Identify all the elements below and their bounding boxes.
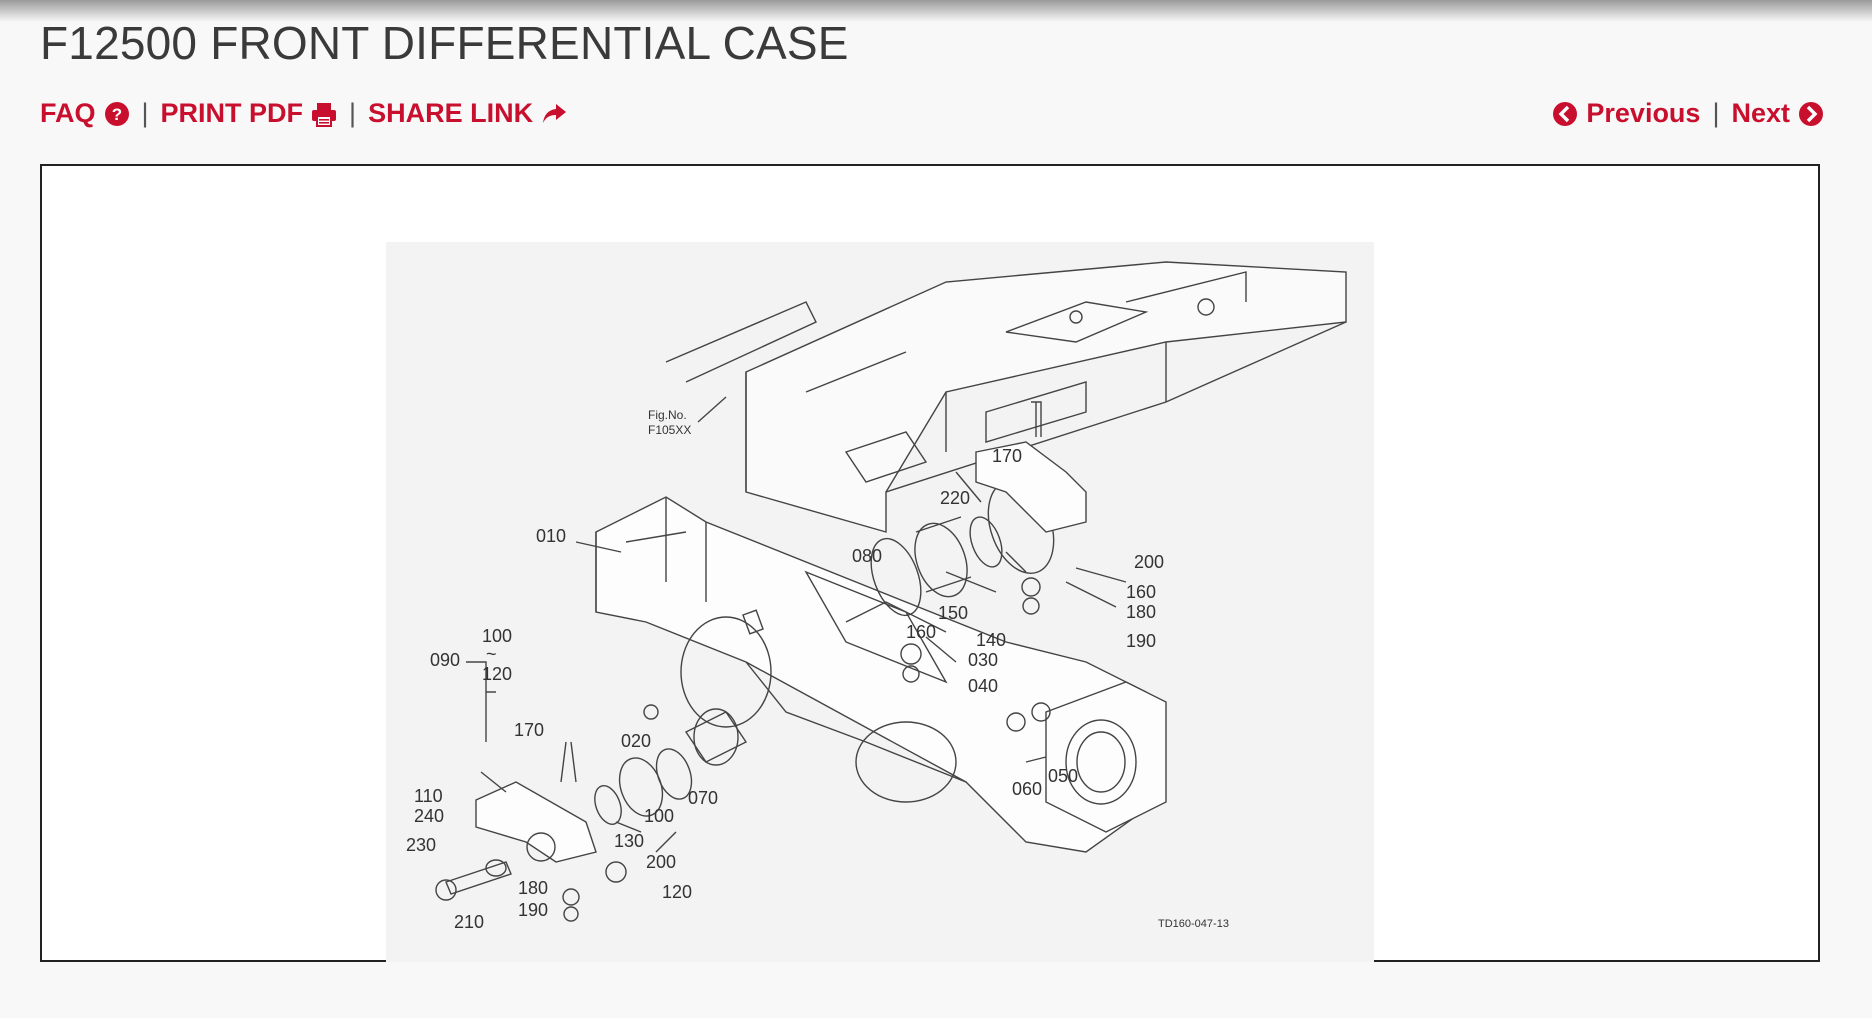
callout-120-range[interactable]: 120 [482, 664, 512, 684]
callout-180-right[interactable]: 180 [1126, 602, 1156, 622]
arrow-left-circle-icon [1553, 101, 1578, 126]
print-pdf-link[interactable]: PRINT PDF [161, 98, 338, 129]
previous-label: Previous [1586, 98, 1701, 128]
callout-170-right[interactable]: 170 [992, 446, 1022, 466]
callout-120[interactable]: 120 [662, 882, 692, 902]
callout-190-right[interactable]: 190 [1126, 631, 1156, 651]
o-ring-080 [870, 537, 922, 617]
callout-080[interactable]: 080 [852, 546, 882, 566]
callout-160-right[interactable]: 160 [1126, 582, 1156, 602]
callout-060[interactable]: 060 [1012, 779, 1042, 799]
next-link[interactable]: Next [1731, 98, 1824, 129]
page-title: F12500 FRONT DIFFERENTIAL CASE [40, 17, 849, 69]
callout-170-left[interactable]: 170 [514, 720, 544, 740]
separator: | [141, 98, 149, 128]
collar-150 [914, 522, 968, 598]
callout-200-left[interactable]: 200 [646, 852, 676, 872]
callout-180-left[interactable]: 180 [518, 878, 548, 898]
callout-130[interactable]: 130 [614, 831, 644, 851]
callout-150[interactable]: 150 [938, 603, 968, 623]
faq-link[interactable]: FAQ ? [40, 98, 130, 129]
callout-range-tilde: ~ [486, 644, 497, 664]
right-bracket [975, 441, 1087, 533]
arrow-right-circle-icon [1799, 101, 1823, 126]
drawing-code: TD160-047-13 [1158, 918, 1229, 930]
left-bracket [475, 781, 597, 863]
share-link[interactable]: SHARE LINK [368, 98, 567, 129]
callout-040[interactable]: 040 [968, 676, 998, 696]
callout-010[interactable]: 010 [536, 526, 566, 546]
callout-050[interactable]: 050 [1048, 766, 1078, 786]
parts-diagram[interactable]: Fig.No. F105XX 010 020 030 040 050 060 0… [386, 242, 1374, 962]
pagination-links: Previous | Next [1552, 98, 1824, 129]
callout-160-left[interactable]: 160 [906, 622, 936, 642]
o-ring-130 [594, 785, 622, 825]
callout-230[interactable]: 230 [406, 835, 436, 855]
separator: | [1712, 98, 1720, 128]
faq-label: FAQ [40, 98, 96, 128]
callout-030[interactable]: 030 [968, 650, 998, 670]
exploded-view-drawing: Fig.No. F105XX 010 020 030 040 050 060 0… [386, 242, 1374, 962]
share-link-label: SHARE LINK [368, 98, 534, 128]
fig-ref-number: F105XX [648, 423, 691, 437]
callout-200-right[interactable]: 200 [1134, 552, 1164, 572]
callout-190-left[interactable]: 190 [518, 900, 548, 920]
callout-100[interactable]: 100 [644, 806, 674, 826]
callout-100-range[interactable]: 100 [482, 626, 512, 646]
question-circle-icon: ? [104, 101, 129, 126]
front-axle-case [595, 496, 1157, 853]
action-links: FAQ ? | PRINT PDF | SHARE LINK [40, 98, 567, 129]
callout-140[interactable]: 140 [976, 630, 1006, 650]
top-shadow [0, 0, 1872, 22]
print-pdf-label: PRINT PDF [160, 98, 304, 128]
diagram-frame: Fig.No. F105XX 010 020 030 040 050 060 0… [40, 164, 1820, 962]
callout-220[interactable]: 220 [940, 488, 970, 508]
svg-text:?: ? [111, 105, 121, 124]
printer-icon [312, 102, 337, 127]
previous-link[interactable]: Previous [1552, 98, 1700, 129]
callout-020[interactable]: 020 [621, 731, 651, 751]
callout-240[interactable]: 240 [414, 806, 444, 826]
collar-100 [618, 757, 664, 817]
callout-090[interactable]: 090 [430, 650, 460, 670]
fig-ref-label: Fig.No. [648, 408, 687, 422]
callout-210[interactable]: 210 [454, 912, 484, 932]
next-label: Next [1731, 98, 1790, 128]
separator: | [349, 98, 357, 128]
callout-070[interactable]: 070 [688, 788, 718, 808]
share-arrow-icon [543, 103, 567, 123]
callout-110[interactable]: 110 [414, 786, 443, 806]
